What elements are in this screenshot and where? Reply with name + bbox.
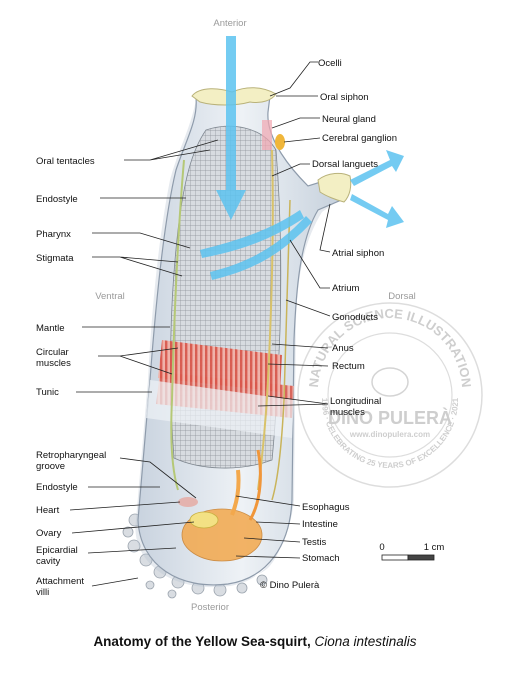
label-ocelli: Ocelli bbox=[318, 58, 342, 69]
figure-caption: Anatomy of the Yellow Sea-squirt, Ciona … bbox=[0, 634, 510, 649]
label-epicardial-cavity-2: cavity bbox=[36, 556, 61, 567]
label-anus: Anus bbox=[332, 343, 354, 354]
caption-title: Anatomy of the Yellow Sea-squirt, bbox=[93, 634, 311, 649]
label-attachment-villi-2: villi bbox=[36, 587, 49, 598]
tunic-band bbox=[146, 380, 294, 438]
label-retropharyngeal-groove-2: groove bbox=[36, 461, 65, 472]
ovary bbox=[189, 511, 219, 529]
copyright-text: © Dino Pulerà bbox=[260, 580, 320, 591]
label-heart: Heart bbox=[36, 505, 60, 516]
heart bbox=[178, 497, 198, 507]
label-pharynx: Pharynx bbox=[36, 229, 71, 240]
label-mantle: Mantle bbox=[36, 323, 65, 334]
label-intestine: Intestine bbox=[302, 519, 338, 530]
orientation-anterior: Anterior bbox=[213, 18, 246, 29]
label-cerebral-ganglion: Cerebral ganglion bbox=[322, 133, 397, 144]
label-attachment-villi-1: Attachment bbox=[36, 576, 84, 587]
neural-gland bbox=[262, 120, 272, 150]
watermark-seal: NATURAL SCIENCE ILLUSTRATION 1996 · CELE… bbox=[297, 302, 483, 488]
label-ovary: Ovary bbox=[36, 528, 62, 539]
right-labels: Ocelli Oral siphon Neural gland Cerebral… bbox=[235, 58, 397, 564]
label-endostyle-bottom: Endostyle bbox=[36, 482, 78, 493]
scale-bar-length: 1 cm bbox=[424, 542, 445, 553]
watermark-url: www.dinopulera.com bbox=[349, 430, 430, 439]
orientation-dorsal: Dorsal bbox=[388, 291, 415, 302]
label-stigmata: Stigmata bbox=[36, 253, 74, 264]
label-rectum: Rectum bbox=[332, 361, 365, 372]
dorsal-lamina bbox=[257, 149, 274, 491]
orientation-posterior: Posterior bbox=[191, 602, 229, 613]
scale-bar: 0 1 cm bbox=[379, 542, 445, 561]
left-labels: Oral tentacles Endostyle Pharynx Stigmat… bbox=[36, 139, 219, 598]
water-flow bbox=[200, 36, 404, 280]
label-dorsal-languets: Dorsal languets bbox=[312, 159, 378, 170]
label-longitudinal-muscles-1: Longitudinal bbox=[330, 396, 381, 407]
label-neural-gland: Neural gland bbox=[322, 114, 376, 125]
cerebral-ganglion bbox=[275, 134, 285, 150]
label-oral-siphon: Oral siphon bbox=[320, 92, 369, 103]
label-atrium: Atrium bbox=[332, 283, 360, 294]
ram-logo-icon bbox=[371, 367, 409, 397]
orientation-ventral: Ventral bbox=[95, 291, 125, 302]
label-testis: Testis bbox=[302, 537, 327, 548]
label-oral-tentacles: Oral tentacles bbox=[36, 156, 95, 167]
label-atrial-siphon: Atrial siphon bbox=[332, 248, 384, 259]
endostyle-line bbox=[170, 159, 185, 491]
label-retropharyngeal-groove-1: Retropharyngeal bbox=[36, 450, 106, 461]
label-esophagus: Esophagus bbox=[302, 502, 350, 513]
label-tunic: Tunic bbox=[36, 387, 59, 398]
label-gonoducts: Gonoducts bbox=[332, 312, 378, 323]
label-circular-muscles-1: Circular bbox=[36, 347, 69, 358]
label-circular-muscles-2: muscles bbox=[36, 358, 71, 369]
intestine bbox=[248, 449, 262, 521]
atrial-siphon-rim bbox=[317, 172, 352, 203]
label-endostyle-top: Endostyle bbox=[36, 194, 78, 205]
label-epicardial-cavity-1: Epicardial bbox=[36, 545, 78, 556]
scale-bar-zero: 0 bbox=[379, 542, 384, 553]
gonoduct-line bbox=[271, 199, 291, 501]
label-stomach: Stomach bbox=[302, 553, 340, 564]
label-longitudinal-muscles-2: muscles bbox=[330, 407, 365, 418]
watermark-name: DINO PULERÀ bbox=[328, 407, 452, 428]
caption-species: Ciona intestinalis bbox=[314, 634, 417, 649]
